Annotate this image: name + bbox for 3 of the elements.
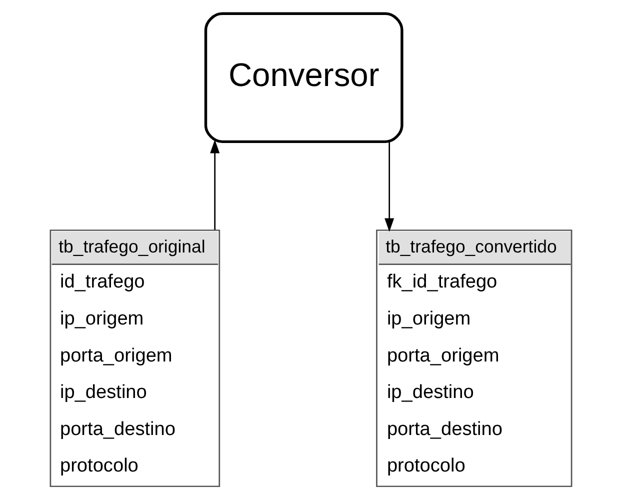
arrow [210, 140, 220, 230]
node-box: Conversor [204, 12, 403, 144]
arrow [384, 142, 394, 232]
